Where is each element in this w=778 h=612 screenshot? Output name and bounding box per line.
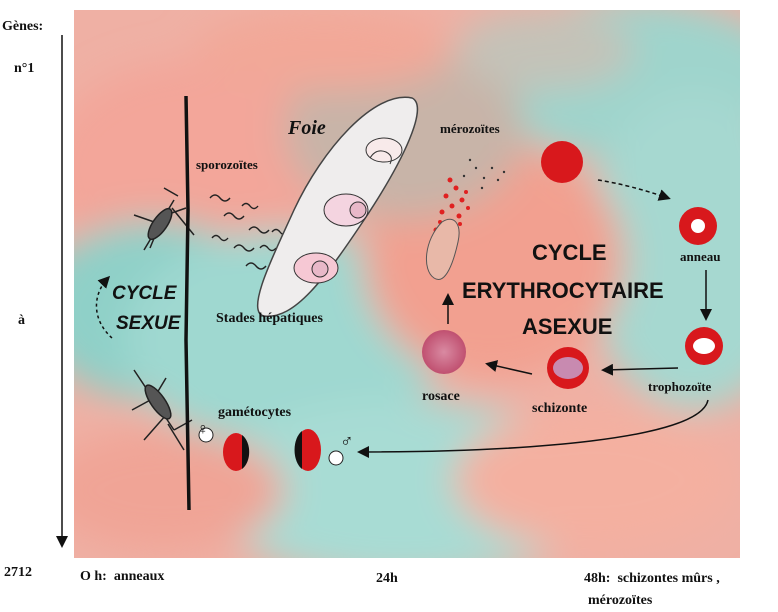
cycle-ery-line3: ASEXUE [522, 316, 612, 338]
red-cell-rosace [422, 330, 466, 374]
cycle-sexue-line2: SEXUE [116, 314, 180, 333]
female-symbol: ♀ [197, 422, 209, 438]
left-axis-title: Gènes: [2, 20, 43, 34]
merozoites-label: mérozoïtes [440, 122, 500, 135]
bottom-axis-end-label-1: 48h: schizontes mûrs , [584, 572, 720, 586]
foie-label: Foie [288, 118, 326, 138]
male-symbol: ♂ [340, 432, 354, 450]
cycle-sexue-line1: CYCLE [112, 284, 176, 303]
rosace-label: rosace [422, 390, 460, 404]
left-axis-bottom-label: 2712 [4, 566, 32, 580]
bottom-axis-end-label-2: mérozoïtes [588, 594, 652, 608]
bottom-axis-middle-label: 24h [376, 572, 398, 586]
left-axis-top-label: n°1 [14, 62, 34, 76]
cycle-ery-line2: ERYTHROCYTAIRE [462, 280, 664, 302]
schizonte-label: schizonte [532, 402, 587, 416]
sporozoites-label: sporozoïtes [196, 158, 258, 171]
left-axis-middle-label: à [18, 314, 25, 328]
gametocytes-label: gamétocytes [218, 406, 291, 420]
cycle-ery-line1: CYCLE [532, 242, 607, 264]
trophozoite-label: trophozoïte [648, 380, 711, 393]
stades-hepatiques-label: Stades hépatiques [216, 312, 323, 326]
bottom-axis-start-label: O h: anneaux [80, 570, 164, 584]
red-cell-merozoite [541, 141, 583, 183]
anneau-label: anneau [680, 250, 720, 263]
